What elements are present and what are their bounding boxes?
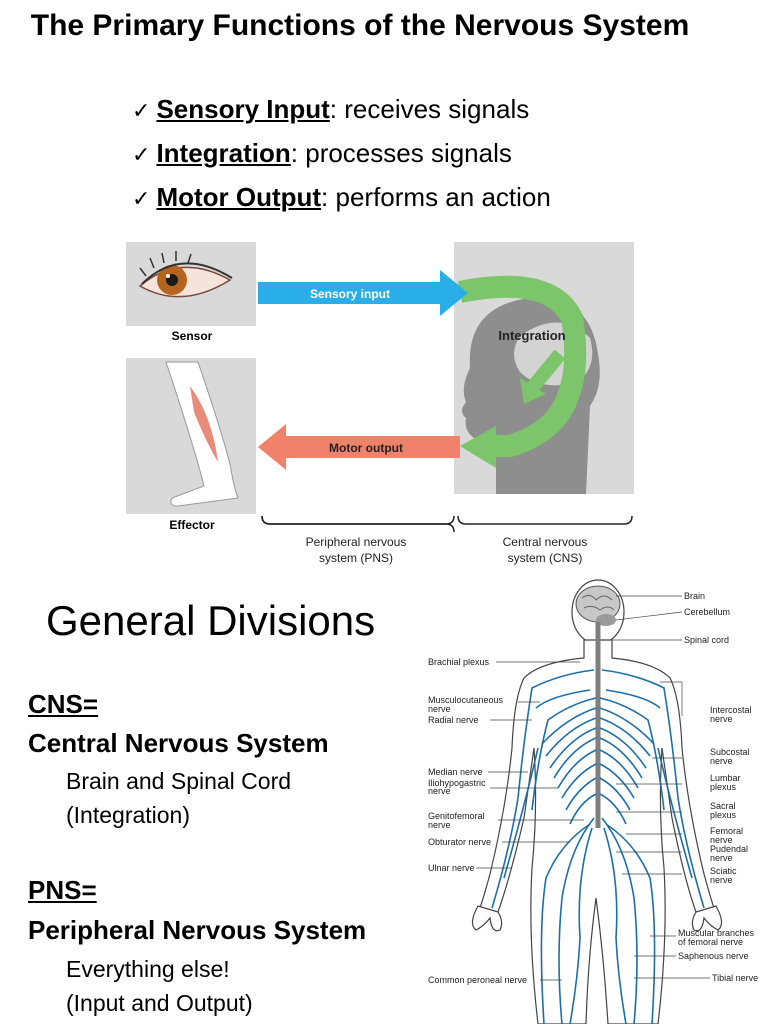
cns-bracket [457,515,633,525]
divisions-title: General Divisions [46,597,376,644]
sensory-input-arrowhead [440,270,468,316]
label-sacral-2: plexus [710,810,737,820]
label-brain: Brain [684,591,705,601]
sensor-label: Sensor [172,329,213,343]
integration-inner-arrowhead [520,378,546,404]
label-iliohypogastric-1: Iliohypogastric [428,778,486,788]
label-median-nerve: Median nerve [428,767,483,777]
motor-output-arrow [284,436,460,458]
pns-heading: PNS= [28,875,97,905]
label-genitofemoral-1: Genitofemoral [428,811,485,821]
checkmark-icon: ✓ [132,98,151,123]
label-sacral-1: Sacral [710,801,736,811]
cns-label-line1: Central nervous [503,535,588,549]
pns-label-line1: Peripheral nervous [306,535,407,549]
function-diagram: Sensor Effector Integration Sensory inpu… [120,236,640,576]
label-subcostal-2: nerve [710,756,733,766]
pns-label-line2: system (PNS) [319,551,393,565]
integration-arrowhead [460,426,496,468]
label-intercostal-2: nerve [710,714,733,724]
label-femoral-2: nerve [710,835,733,845]
cns-label-line2: system (CNS) [508,551,583,565]
label-brachial-plexus: Brachial plexus [428,657,490,667]
label-common-peroneal-nerve: Common peroneal nerve [428,975,527,985]
label-spinal-cord: Spinal cord [684,635,729,645]
integration-inner-arrow [526,349,566,393]
cns-full-name: Central Nervous System [28,728,329,758]
label-femoral-1: Femoral [710,826,743,836]
label-pudendal-2: nerve [710,853,733,863]
label-intercostal-1: Intercostal [710,705,752,715]
checkmark-icon: ✓ [132,186,151,211]
label-leader-lines [476,595,710,981]
cns-role: (Integration) [66,802,191,828]
label-ulnar-nerve: Ulnar nerve [428,863,475,873]
nervous-system-svg: Brain Cerebellum Spinal cord Brachial pl… [428,579,758,1024]
integration-loop [457,275,587,457]
function-desc: : performs an action [321,182,551,212]
label-lumbar-2: plexus [710,782,737,792]
label-radial-nerve: Radial nerve [428,715,479,725]
label-lumbar-1: Lumbar [710,773,741,783]
label-subcostal-1: Subcostal [710,747,750,757]
label-genitofemoral-2: nerve [428,820,451,830]
label-sciatic-2: nerve [710,875,733,885]
cns-description: Brain and Spinal Cord [66,768,292,794]
sensory-input-label: Sensory input [310,287,390,301]
pns-full-name: Peripheral Nervous System [28,915,367,945]
cns-heading: CNS= [28,689,99,719]
function-item-motor: ✓Motor Output: performs an action [132,176,551,220]
label-iliohypogastric-2: nerve [428,786,451,796]
pns-description: Everything else! [66,956,230,982]
motor-output-label: Motor output [329,441,403,455]
leg-icon [165,361,239,507]
function-diagram-svg: Sensor Effector Integration Sensory inpu… [126,242,634,565]
motor-output-arrowhead [258,424,286,470]
nervous-system-figure: Brain Cerebellum Spinal cord Brachial pl… [420,578,768,1024]
label-cerebellum: Cerebellum [684,607,730,617]
label-muscular-branches-2: of femoral nerve [678,937,743,947]
brain-icon [575,585,621,626]
pns-role: (Input and Output) [66,990,253,1016]
checkmark-icon: ✓ [132,142,151,167]
label-musculocutaneous-2: nerve [428,704,451,714]
function-term: Sensory Input [156,94,330,124]
label-saphenous-nerve: Saphenous nerve [678,951,749,961]
label-sciatic-1: Sciatic [710,866,737,876]
function-item-integration: ✓Integration: processes signals [132,132,551,176]
nerve-network [491,622,705,1024]
function-term: Integration [156,138,291,168]
effector-label: Effector [169,518,215,532]
label-muscular-branches-1: Muscular branches [678,928,755,938]
function-term: Motor Output [156,182,322,212]
label-tibial-nerve: Tibial nerve [712,973,758,983]
eye-icon [138,251,233,298]
label-obturator-nerve: Obturator nerve [428,837,491,847]
integration-label: Integration [498,328,565,343]
function-list: ✓Sensory Input: receives signals ✓Integr… [132,88,551,220]
function-item-sensory: ✓Sensory Input: receives signals [132,88,551,132]
label-musculocutaneous-1: Musculocutaneous [428,695,504,705]
sensory-input-arrow [258,282,442,304]
function-desc: : processes signals [290,138,512,168]
page-title: The Primary Functions of the Nervous Sys… [30,9,690,42]
label-pudendal-1: Pudendal [710,844,748,854]
function-desc: : receives signals [329,94,530,124]
